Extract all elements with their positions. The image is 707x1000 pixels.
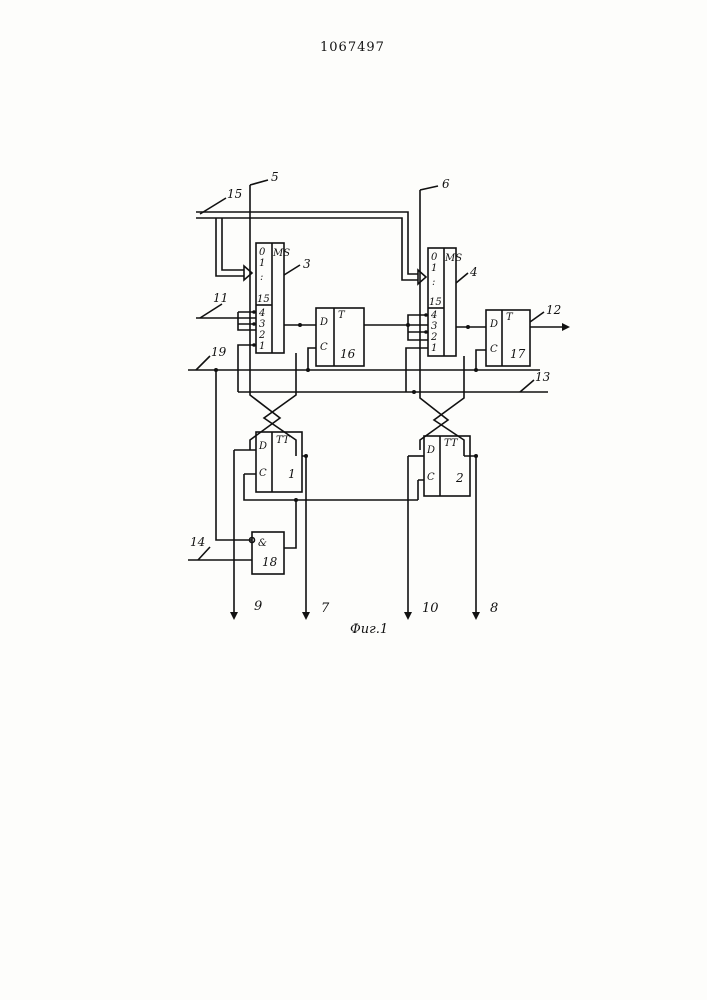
line-19-to-17 (476, 350, 486, 370)
output-8-arrow (472, 612, 480, 620)
mux-4-in-3: 3 (431, 321, 437, 332)
label-15: 15 (227, 187, 242, 201)
mux-3-in-0: 0 (259, 247, 266, 258)
trigger-2-type: TT (444, 438, 459, 449)
mux-4-in-dots: : (432, 277, 435, 288)
trigger-1-type: TT (276, 435, 291, 446)
mux-3-in-1: 1 (259, 258, 265, 269)
label-11: 11 (213, 291, 228, 305)
line-19-to-16 (308, 348, 316, 370)
mux-3-type: MS (272, 248, 290, 259)
label-14: 14 (190, 535, 205, 549)
mux-4-in-4: 4 (430, 310, 437, 321)
trigger-1-c-in (244, 474, 418, 500)
trigger-2-d: D (426, 445, 435, 456)
trigger-17-c: C (490, 344, 498, 355)
mux-3-in-dots: : (260, 272, 263, 283)
label-6: 6 (442, 177, 450, 191)
label-12: 12 (546, 303, 561, 317)
bus-6-leader (420, 186, 438, 190)
label-8: 8 (490, 601, 498, 616)
mux-3-in-3: 3 (259, 319, 265, 330)
and-18-type: & (258, 538, 267, 549)
mux-4-in-0: 0 (431, 252, 438, 263)
mux-4-in-1: 1 (431, 263, 437, 274)
trigger-2-c-in (418, 480, 424, 500)
trigger-1-d: D (258, 441, 267, 452)
label-19: 19 (211, 345, 227, 359)
mux-3-leader (284, 265, 300, 275)
mux-4-in-1b: 1 (431, 343, 437, 354)
output-12-arrow (562, 323, 570, 331)
mux-3-in-15: 15 (257, 294, 270, 305)
trigger-16-number: 16 (340, 347, 356, 361)
trigger-1-number: 1 (288, 467, 296, 481)
mux-4-addr-lines (408, 315, 428, 340)
mux-4-type: MS (444, 253, 462, 264)
bus-15-to-3-b (222, 218, 244, 270)
trigger-16-d: D (319, 317, 328, 328)
line-13-to-3 (238, 345, 256, 392)
mux-4-leader (456, 273, 468, 283)
trigger-16-c: C (320, 342, 328, 353)
label-7: 7 (321, 601, 330, 616)
output-12-leader (530, 312, 544, 322)
line-19-leader (196, 356, 210, 370)
mux-3-number: 3 (303, 257, 311, 271)
trigger-1-c: C (259, 468, 267, 479)
trigger-17-type: T (506, 312, 514, 323)
label-5: 5 (271, 170, 279, 184)
output-9-arrow (230, 612, 238, 620)
mux-3-in-2: 2 (258, 330, 265, 341)
mux-3-in-1b: 1 (259, 341, 265, 352)
mux-4-number: 4 (469, 265, 478, 279)
trigger-17-d: D (489, 319, 498, 330)
bus-15-to-3-a (216, 218, 244, 276)
mux-3-in-4: 4 (258, 308, 265, 319)
label-10: 10 (422, 601, 439, 616)
trigger-2-number: 2 (455, 471, 464, 485)
output-7-arrow (302, 612, 310, 620)
mux-3-addr-lines (238, 312, 256, 330)
mux-4-in-15: 15 (429, 297, 442, 308)
output-10-arrow (404, 612, 412, 620)
line-13-leader (520, 380, 534, 392)
bus-5-leader (250, 180, 268, 185)
mux-4-in-2: 2 (430, 332, 437, 343)
trigger-1-to-18 (284, 500, 296, 548)
trigger-2-c: C (427, 472, 435, 483)
and-18-number: 18 (262, 555, 278, 569)
label-9: 9 (254, 599, 262, 614)
figure-caption: Фиг.1 (350, 622, 388, 637)
trigger-16-type: T (338, 310, 346, 321)
label-13: 13 (535, 370, 551, 384)
trigger-17-number: 17 (510, 347, 526, 361)
input-11-leader (200, 304, 222, 318)
